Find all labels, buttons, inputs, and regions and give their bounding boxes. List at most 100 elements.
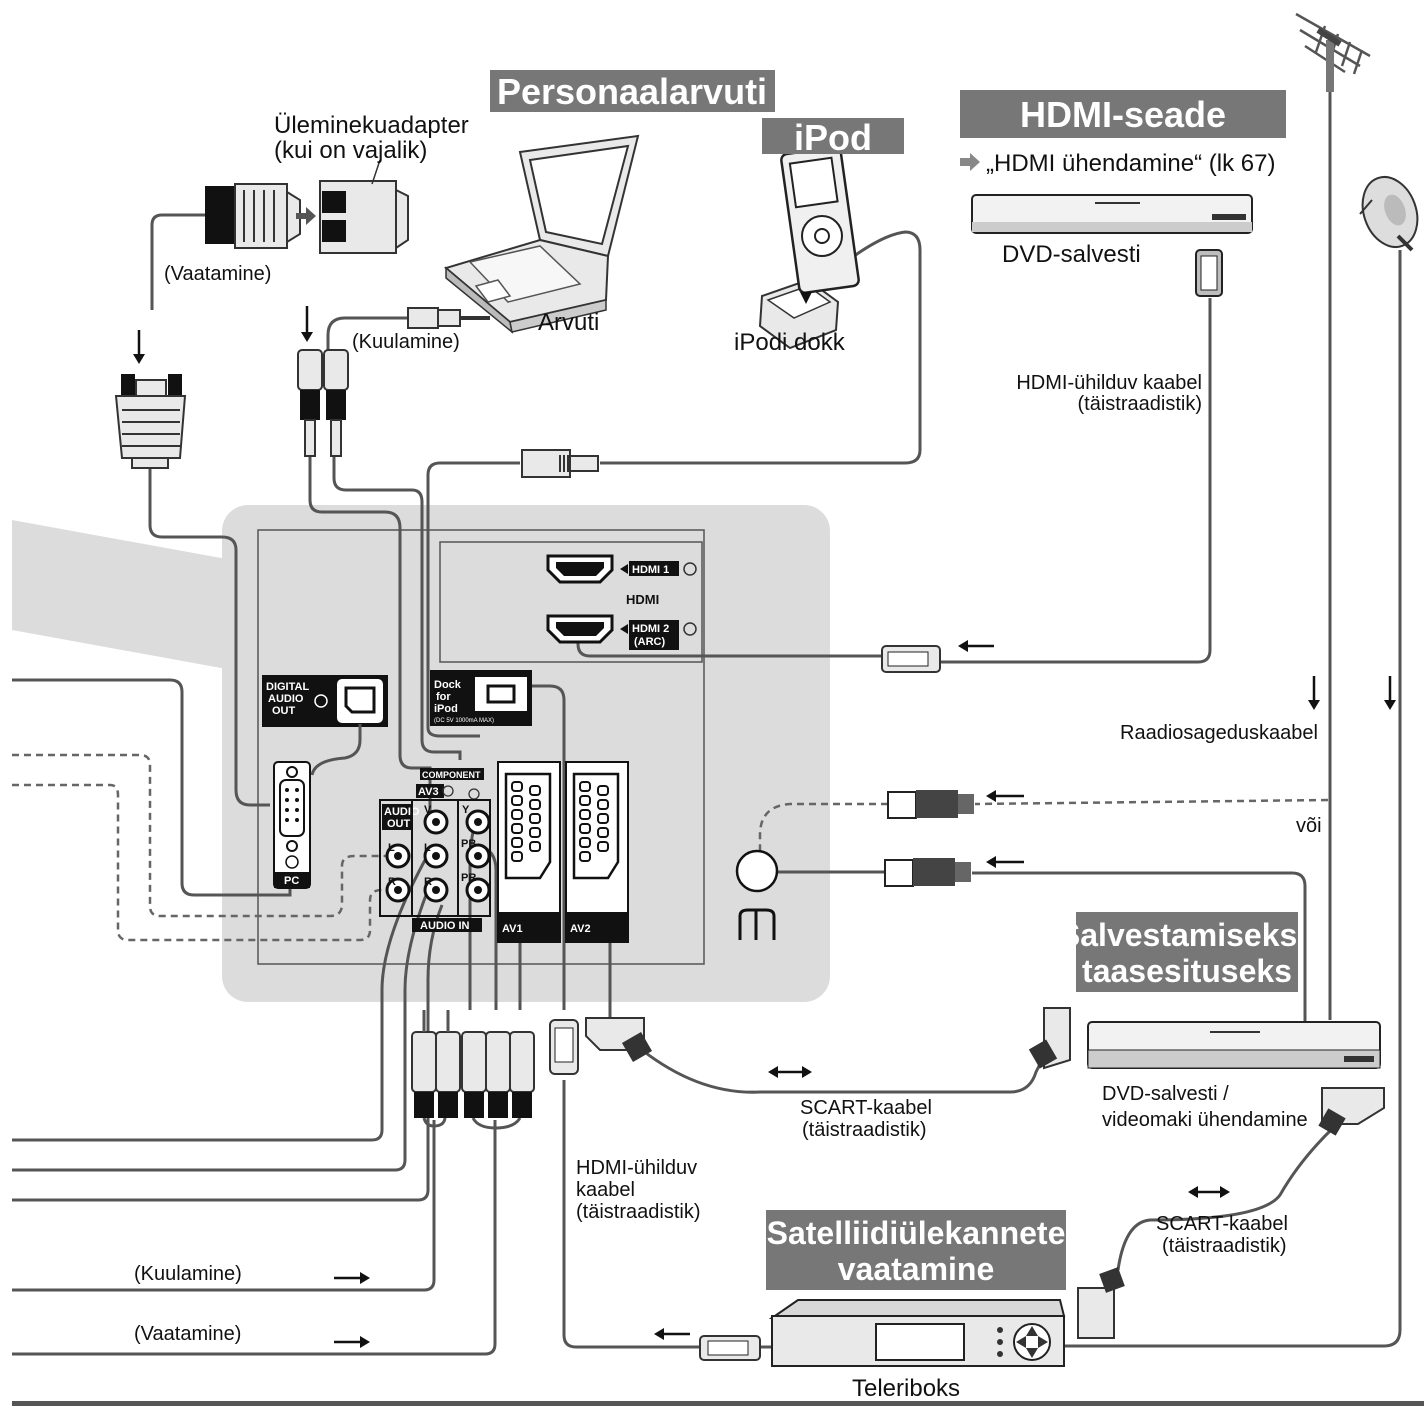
arrow-double-icon (1188, 1186, 1230, 1198)
satellite-banner (766, 1210, 1066, 1290)
antenna-terminal[interactable] (735, 849, 779, 893)
dvd-recorder-bottom-icon (1087, 1021, 1381, 1069)
listening-top-label: (Kuulamine) (352, 331, 460, 353)
set-top-box-label: Teleriboks (852, 1375, 960, 1402)
input-symbol-icon (683, 622, 697, 636)
tv-body-edge (12, 520, 232, 670)
recording-banner (1076, 912, 1298, 992)
input-symbol-icon (442, 785, 454, 797)
arrow-right-icon (334, 1336, 370, 1348)
personal-computer-banner (490, 70, 775, 112)
digital-audio-label-1: DIGITAL (266, 681, 309, 693)
hdmi2-arc-label: (ARC) (634, 636, 665, 648)
hdmi1-port[interactable] (546, 554, 614, 584)
r2-label: R (424, 876, 432, 888)
arrow-right-icon (296, 207, 316, 225)
arrow-down-icon (1308, 676, 1320, 710)
digital-audio-label-2: AUDIO (268, 693, 304, 705)
av3-label: AV3 (418, 786, 439, 798)
bottom-rule (12, 1401, 1424, 1406)
av2-label: AV2 (570, 923, 591, 935)
hdmi2-port[interactable] (546, 614, 614, 644)
r-label: R (388, 876, 396, 888)
hdmi-device-header: HDMI-seade (1020, 94, 1226, 135)
av1-label: AV1 (502, 923, 523, 935)
arrow-right-icon (960, 153, 980, 171)
listening-bottom-label: (Kuulamine) (134, 1263, 242, 1285)
cables (12, 90, 1402, 1356)
hdmi-cable-bottom-label-2: kaabel (576, 1179, 635, 1201)
arrows (133, 153, 1396, 1348)
hdmi1-label-box (629, 561, 679, 576)
hdmi-reference: „HDMI ühendamine“ (lk 67) (986, 150, 1275, 177)
dvd-vcr-label-1: DVD-salvesti / (1102, 1083, 1229, 1105)
hdmi-cable-bottom-label-1: HDMI-ühilduv (576, 1157, 697, 1179)
satellite-dish-icon (1359, 176, 1419, 252)
ipod-banner (762, 118, 904, 154)
satellite-header-2: vaatamine (838, 1251, 995, 1287)
audio-in-label: AUDIO IN (420, 920, 470, 932)
pb-label: PB (461, 838, 476, 850)
arrow-left-icon (958, 640, 994, 652)
tv-terminals: HDMI 1 HDMI HDMI 2 (ARC) DIGITAL AUDIO O… (262, 541, 779, 943)
ipod-dock-label: iPodi dokk (734, 329, 846, 356)
output-symbol-icon (314, 694, 328, 708)
arrow-down-icon (301, 306, 313, 342)
or-label: või (1296, 815, 1322, 837)
arrow-down-icon (1384, 676, 1396, 710)
hdmi-logo: HDMI (626, 592, 659, 607)
hdmi-cable-top-label-2: (täistraadistik) (1078, 393, 1202, 415)
dock-label-2: for (436, 691, 451, 703)
viewing-bottom-label: (Vaatamine) (134, 1323, 241, 1345)
connector-plugs (114, 159, 1385, 1361)
laptop-icon (443, 134, 640, 334)
viewing-top-label: (Vaatamine) (164, 263, 271, 285)
ipod-icon (758, 146, 860, 350)
optical-port[interactable] (335, 677, 385, 725)
input-symbol-icon (683, 562, 697, 576)
personal-computer-header: Personaalarvuti (497, 71, 767, 112)
satellite-header-1: Satelliidiülekannete (767, 1215, 1066, 1251)
audio-out-label-2: OUT (387, 818, 411, 830)
hdmi2-label-box (629, 620, 679, 650)
recording-header-1: Salvestamiseks / (1059, 917, 1315, 953)
rca-jacks[interactable] (385, 809, 491, 903)
hdmi1-label: HDMI 1 (632, 564, 669, 576)
l2-label: L (424, 842, 431, 854)
recording-header-2: taasesituseks (1082, 953, 1292, 989)
pr-label: PR (461, 872, 476, 884)
y-label: Y (462, 804, 470, 816)
digital-audio-label-3: OUT (272, 705, 296, 717)
dock-label-3: iPod (434, 703, 458, 715)
l-label: L (388, 842, 395, 854)
dock-rating: (DC 5V 1000mA MAX) (434, 718, 494, 724)
hdmi-cable-top-label-1: HDMI-ühilduv kaabel (1016, 372, 1202, 394)
ipod-header: iPod (794, 117, 872, 158)
hdmi-cable-bottom-label-3: (täistraadistik) (576, 1201, 700, 1223)
arrow-left-icon (654, 1328, 690, 1340)
arrow-left-icon (986, 790, 1024, 802)
arrow-left-icon (986, 856, 1024, 868)
dvd-recorder-top-icon (971, 194, 1253, 234)
rf-cable-label: Raadiosageduskaabel (1120, 722, 1318, 744)
adapter-label-1: Üleminekuadapter (274, 112, 469, 139)
pc-label: PC (284, 875, 299, 887)
arrow-double-icon (768, 1066, 812, 1078)
set-top-box-icon (768, 1299, 1066, 1367)
computer-label: Arvuti (538, 309, 599, 336)
scart-cable-right-label-2: (täistraadistik) (1162, 1235, 1286, 1257)
scart-cable-right-label-1: SCART-kaabel (1156, 1213, 1288, 1235)
hdmi-device-banner (960, 90, 1286, 138)
devices (443, 12, 1419, 1367)
arrow-right-icon (334, 1272, 370, 1284)
scart-cable-mid-label-1: SCART-kaabel (800, 1097, 932, 1119)
ipod-dock-port[interactable] (473, 675, 529, 713)
arrow-down-icon (133, 330, 145, 364)
component-label: COMPONENT (422, 770, 481, 780)
audio-out-label-1: AUDIO (384, 806, 420, 818)
labels: Üleminekuadapter (kui on vajalik) (Vaata… (134, 112, 1322, 1402)
hdmi2-label: HDMI 2 (632, 623, 669, 635)
dvd-recorder-top-label: DVD-salvesti (1002, 241, 1141, 268)
